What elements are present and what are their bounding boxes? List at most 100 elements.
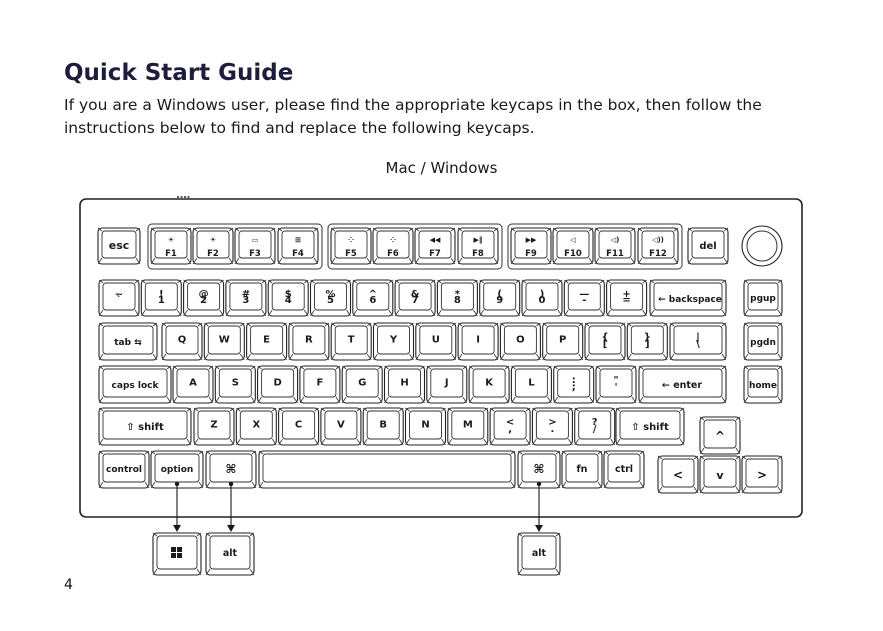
key-top (209, 535, 251, 570)
key-bevel (568, 438, 573, 446)
key-bevel (172, 396, 178, 404)
key-media-icon: ⁘ (390, 236, 396, 244)
key-bevel (261, 279, 267, 284)
key-outline (183, 279, 225, 317)
key-bevel (489, 407, 495, 412)
key-outline (510, 227, 552, 265)
key-outline (447, 407, 489, 446)
key-legend: home (749, 381, 777, 391)
key-f10: ◁F10 (552, 227, 594, 265)
key-bevel (249, 532, 255, 537)
key-bevel (468, 396, 474, 404)
key-legend: F7 (429, 249, 441, 259)
key-bevel (239, 353, 245, 361)
key-bevel (198, 450, 204, 455)
key-top (578, 410, 612, 440)
key-legend: F5 (345, 249, 357, 259)
key-bevel (777, 279, 783, 284)
key-bevel (205, 481, 211, 489)
key-legend: F3 (249, 249, 261, 259)
key-f7: ◀◀F7 (414, 227, 456, 265)
key-bevel (777, 353, 783, 361)
key-bevel (521, 279, 527, 284)
key-f8: ▶‖F8 (457, 227, 499, 265)
key-bevel (568, 407, 573, 412)
key-bevel (511, 365, 516, 370)
key-top (703, 458, 737, 488)
key-bevel (723, 227, 729, 232)
key-bevel (414, 257, 420, 265)
key-top (187, 282, 221, 311)
key-bevel (203, 353, 209, 361)
key-period: >. (531, 407, 573, 446)
key-equal: += (606, 279, 648, 317)
key-outline (741, 225, 783, 267)
key-outline (277, 227, 319, 265)
key-bevel (511, 396, 516, 404)
key-bevel (388, 279, 394, 284)
key-bevel (172, 365, 178, 370)
key-bevel (373, 322, 378, 327)
key-legend: 6 (369, 295, 376, 306)
key-media-icon: ◁)) (652, 236, 664, 244)
key-bevel (479, 309, 485, 317)
key-bevel (408, 257, 414, 265)
key-bevel (236, 407, 241, 412)
key-legend: F9 (525, 249, 537, 259)
key-outline (457, 322, 499, 361)
key-top (261, 368, 295, 398)
key-n3: #3 (225, 279, 267, 317)
key-legend: W (219, 335, 230, 346)
key-top (345, 368, 379, 398)
key-bevel (510, 481, 516, 489)
fn-cluster-mid (327, 223, 503, 270)
key-legend: 4 (285, 295, 292, 306)
key-bevel (699, 486, 705, 494)
key-bevel (272, 407, 277, 412)
key-esc: esc (97, 227, 141, 265)
key-bevel (673, 227, 679, 232)
key-media-icon: ⊞ (295, 236, 301, 244)
key-top (653, 282, 723, 311)
key-shift-legend: > (548, 417, 556, 428)
key-e: E (246, 322, 288, 361)
key-legend: 5 (327, 295, 334, 306)
key-bevel (594, 257, 600, 265)
key-bevel (135, 227, 141, 232)
key-top (691, 230, 725, 259)
key-del: del (687, 227, 729, 265)
key-outline (699, 455, 741, 494)
key-top (565, 453, 599, 483)
key-bevel (553, 365, 558, 370)
key-bevel (430, 279, 436, 284)
key-y: Y (372, 322, 415, 361)
key-n2: @2 (183, 279, 225, 317)
key-top (588, 325, 622, 355)
key-outline (436, 279, 478, 317)
key-pgdn: pgdn (743, 322, 783, 361)
key-bevel (741, 486, 747, 494)
key-top (514, 230, 548, 259)
key-bevel (743, 279, 749, 284)
key-bevel (699, 416, 705, 421)
key-legend: < (673, 468, 683, 482)
key-bevel (229, 438, 235, 446)
key-bevel (500, 322, 505, 327)
key-bevel (215, 365, 220, 370)
key-top (598, 230, 632, 259)
key-bevel (251, 450, 257, 455)
key-bevel (595, 365, 601, 370)
key-top (661, 458, 695, 488)
page-title: Quick Start Guide (64, 60, 294, 86)
key-top (521, 535, 557, 570)
key-bevel (555, 450, 561, 455)
key-bevel (532, 407, 537, 412)
key-bevel (415, 322, 421, 327)
key-bevel (588, 257, 594, 265)
key-bevel (257, 396, 262, 404)
key-bevel (426, 365, 432, 370)
key-legend: ' (614, 382, 617, 393)
key-outline (383, 365, 426, 404)
key-legend: V (337, 420, 345, 431)
key-n0: )0 (521, 279, 563, 317)
